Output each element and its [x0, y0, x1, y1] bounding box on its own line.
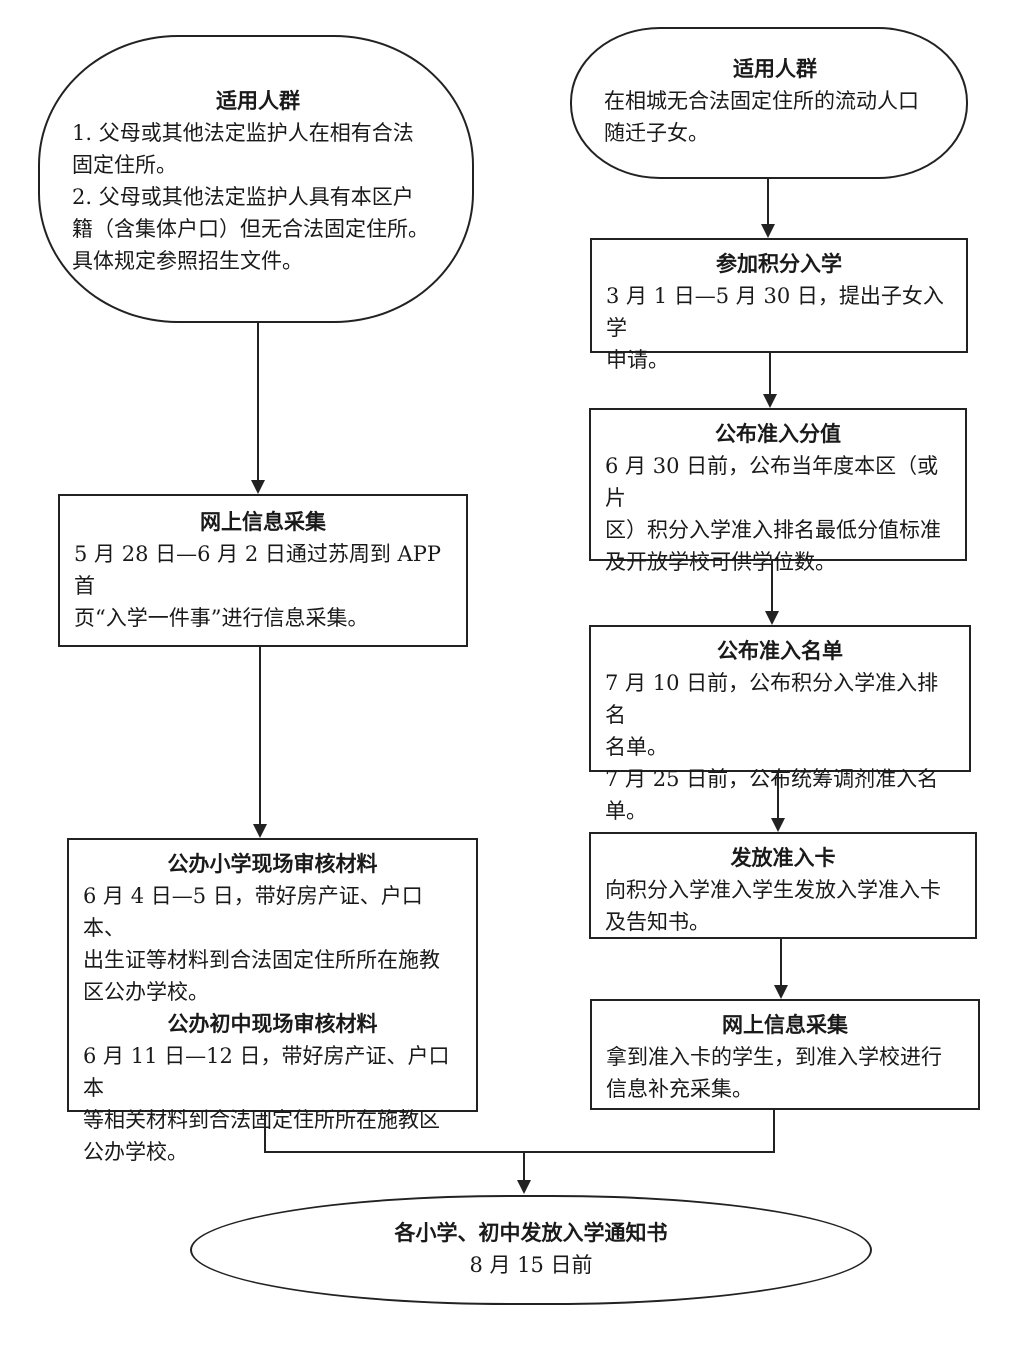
connector-line [769, 353, 771, 395]
arrow-down-icon [771, 818, 785, 832]
node-text: 区）积分入学准入排名最低分值标准 [605, 518, 941, 542]
node-text: 页“入学一件事”进行信息采集。 [74, 606, 369, 630]
arrow-down-icon [761, 224, 775, 238]
node-text: 信息补充采集。 [606, 1077, 753, 1101]
connector-line [777, 772, 779, 819]
right-audience-node: 适用人群 在相城无合法固定住所的流动人口 随迁子女。 [570, 27, 968, 179]
node-text: 1. 父母或其他法定监护人在相有合法 [72, 121, 414, 145]
node-text: 名单。 [605, 735, 668, 759]
right-card-node: 发放准入卡 向积分入学准入学生发放入学准入卡 及告知书。 [589, 832, 977, 939]
node-text: 5 月 28 日—6 月 2 日通过苏周到 APP 首 [74, 542, 441, 598]
left-online-collect-node: 网上信息采集 5 月 28 日—6 月 2 日通过苏周到 APP 首 页“入学一… [58, 494, 468, 647]
node-title: 适用人群 [733, 56, 817, 81]
left-review-node: 公办小学现场审核材料 6 月 4 日—5 日，带好房产证、户口本、 出生证等材料… [67, 838, 478, 1164]
right-list-node: 公布准入名单 7 月 10 日前，公布积分入学准入排名 名单。 7 月 25 日… [589, 625, 971, 823]
right-score-node: 公布准入分值 6 月 30 日前，公布当年度本区（或片 区）积分入学准入排名最低… [589, 408, 967, 574]
connector-line [523, 1151, 525, 1181]
connector-line [771, 561, 773, 612]
final-date: 8 月 15 日前 [469, 1253, 593, 1277]
node-title: 公布准入名单 [717, 638, 843, 663]
connector-line [257, 321, 259, 481]
right-apply-node: 参加积分入学 3 月 1 日—5 月 30 日，提出子女入学 申请。 [590, 238, 968, 372]
node-text: 申请。 [606, 348, 669, 372]
node-text: 向积分入学准入学生发放入学准入卡 [605, 878, 941, 902]
node-text: 固定住所。 [72, 153, 177, 177]
connector-line [259, 647, 261, 825]
connector-line [264, 1151, 775, 1153]
node-text: 籍（含集体户口）但无合法固定住所。 [72, 217, 429, 241]
node-text: 具体规定参照招生文件。 [72, 249, 303, 273]
node-title: 公办初中现场审核材料 [167, 1011, 378, 1036]
final-title: 各小学、初中发放入学通知书 [394, 1220, 668, 1245]
node-title: 适用人群 [216, 88, 300, 113]
node-text: 公办学校。 [83, 1140, 188, 1164]
arrow-down-icon [765, 611, 779, 625]
node-title: 参加积分入学 [716, 251, 842, 276]
node-text: 在相城无合法固定住所的流动人口 [604, 89, 919, 113]
node-text: 6 月 30 日前，公布当年度本区（或片 [605, 454, 939, 510]
node-text: 随迁子女。 [604, 121, 709, 145]
node-text: 出生证等材料到合法固定住所所在施教 [83, 948, 440, 972]
node-text: 区公办学校。 [83, 980, 209, 1004]
arrow-down-icon [774, 985, 788, 999]
node-text: 7 月 10 日前，公布积分入学准入排名 [605, 671, 939, 727]
arrow-down-icon [763, 394, 777, 408]
node-title: 发放准入卡 [730, 845, 836, 870]
node-text: 等相关材料到合法固定住所所在施教区 [83, 1108, 440, 1132]
node-title: 公布准入分值 [715, 421, 841, 446]
node-text: 6 月 11 日—12 日，带好房产证、户口本 [83, 1044, 450, 1100]
node-text: 3 月 1 日—5 月 30 日，提出子女入学 [606, 284, 944, 340]
node-text: 及告知书。 [605, 910, 710, 934]
connector-line [264, 1112, 266, 1153]
node-text: 2. 父母或其他法定监护人具有本区户 [72, 185, 414, 209]
arrow-down-icon [517, 1180, 531, 1194]
node-text: 拿到准入卡的学生，到准入学校进行 [606, 1045, 942, 1069]
final-notice-node: 各小学、初中发放入学通知书 8 月 15 日前 [190, 1195, 872, 1305]
node-text: 6 月 4 日—5 日，带好房产证、户口本、 [83, 884, 423, 940]
connector-line [773, 1110, 775, 1153]
node-text: 7 月 25 日前，公布统筹调剂准入名单。 [605, 767, 939, 823]
node-title: 公办小学现场审核材料 [167, 851, 378, 876]
left-audience-node: 适用人群 1. 父母或其他法定监护人在相有合法 固定住所。 2. 父母或其他法定… [38, 35, 474, 323]
connector-line [767, 179, 769, 225]
arrow-down-icon [253, 824, 267, 838]
arrow-down-icon [251, 480, 265, 494]
node-text: 及开放学校可供学位数。 [605, 550, 836, 574]
node-title: 网上信息采集 [200, 509, 326, 534]
node-title: 网上信息采集 [722, 1012, 848, 1037]
connector-line [780, 939, 782, 986]
right-online-collect-node: 网上信息采集 拿到准入卡的学生，到准入学校进行 信息补充采集。 [590, 999, 980, 1110]
